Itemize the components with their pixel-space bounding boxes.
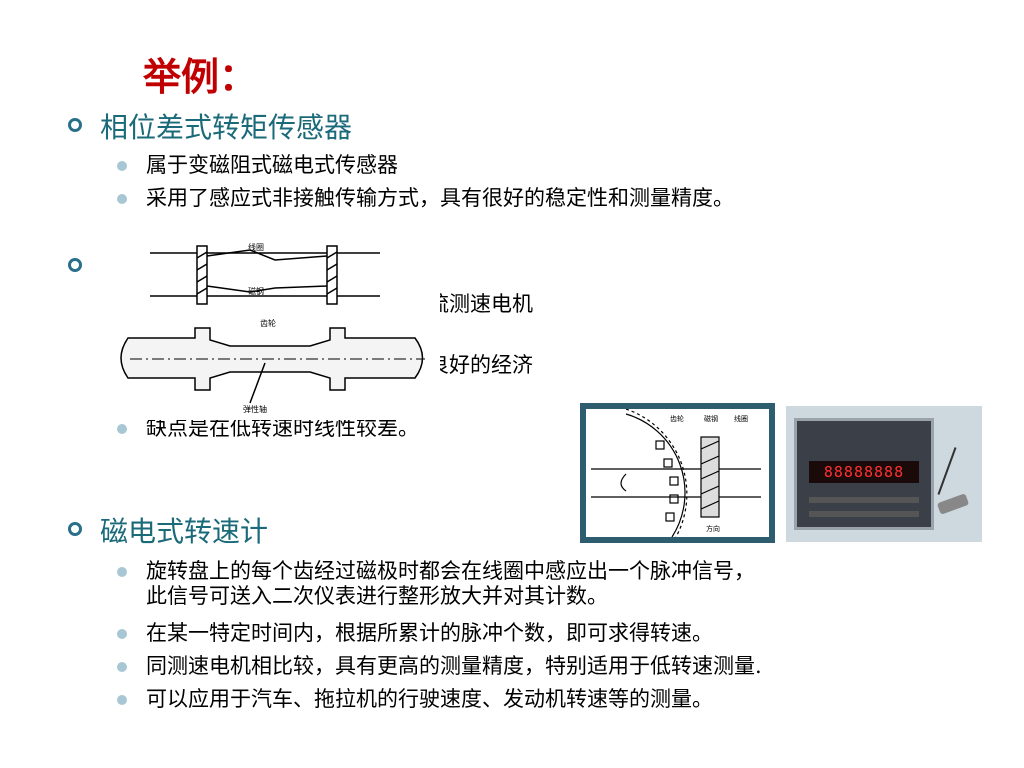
dot-bullet-icon (117, 629, 127, 639)
label-magnet: 磁钢 (704, 414, 718, 423)
speed-sensor-diagram: 齿轮 磁钢 线圈 方向 (580, 403, 775, 543)
dot-bullet-icon (117, 161, 127, 171)
label-coil: 线圈 (248, 242, 264, 252)
label-shaft: 弹性轴 (243, 404, 267, 414)
speed-sensor-drawing: 齿轮 磁钢 线圈 方向 (591, 408, 761, 538)
dot-bullet-icon (117, 662, 127, 672)
torque-sensor-drawing: 线圈 磁钢 齿轮 弹性轴 (120, 242, 425, 414)
slide-title: 举例： (143, 54, 258, 99)
label-coil: 线圈 (734, 414, 748, 423)
label-gear: 齿轮 (670, 414, 684, 423)
torque-sensor-diagram: 线圈 磁钢 齿轮 弹性轴 (100, 238, 440, 420)
ring-bullet-icon (68, 258, 82, 272)
meter-display: 88888888 (809, 461, 919, 483)
ring-bullet-icon (68, 522, 82, 536)
label-magnet: 磁钢 (248, 286, 264, 296)
label-gear: 齿轮 (260, 318, 276, 328)
probe-sensor (936, 493, 970, 515)
meter-body: 88888888 (794, 418, 934, 530)
digital-meter-photo: 88888888 (786, 406, 982, 542)
label-direction: 方向 (706, 524, 720, 533)
dot-bullet-icon (117, 194, 127, 204)
ring-bullet-icon (68, 118, 82, 132)
probe-cable (937, 447, 957, 495)
dot-bullet-icon (117, 567, 127, 577)
dot-bullet-icon (117, 695, 127, 705)
dot-bullet-icon (117, 424, 127, 434)
